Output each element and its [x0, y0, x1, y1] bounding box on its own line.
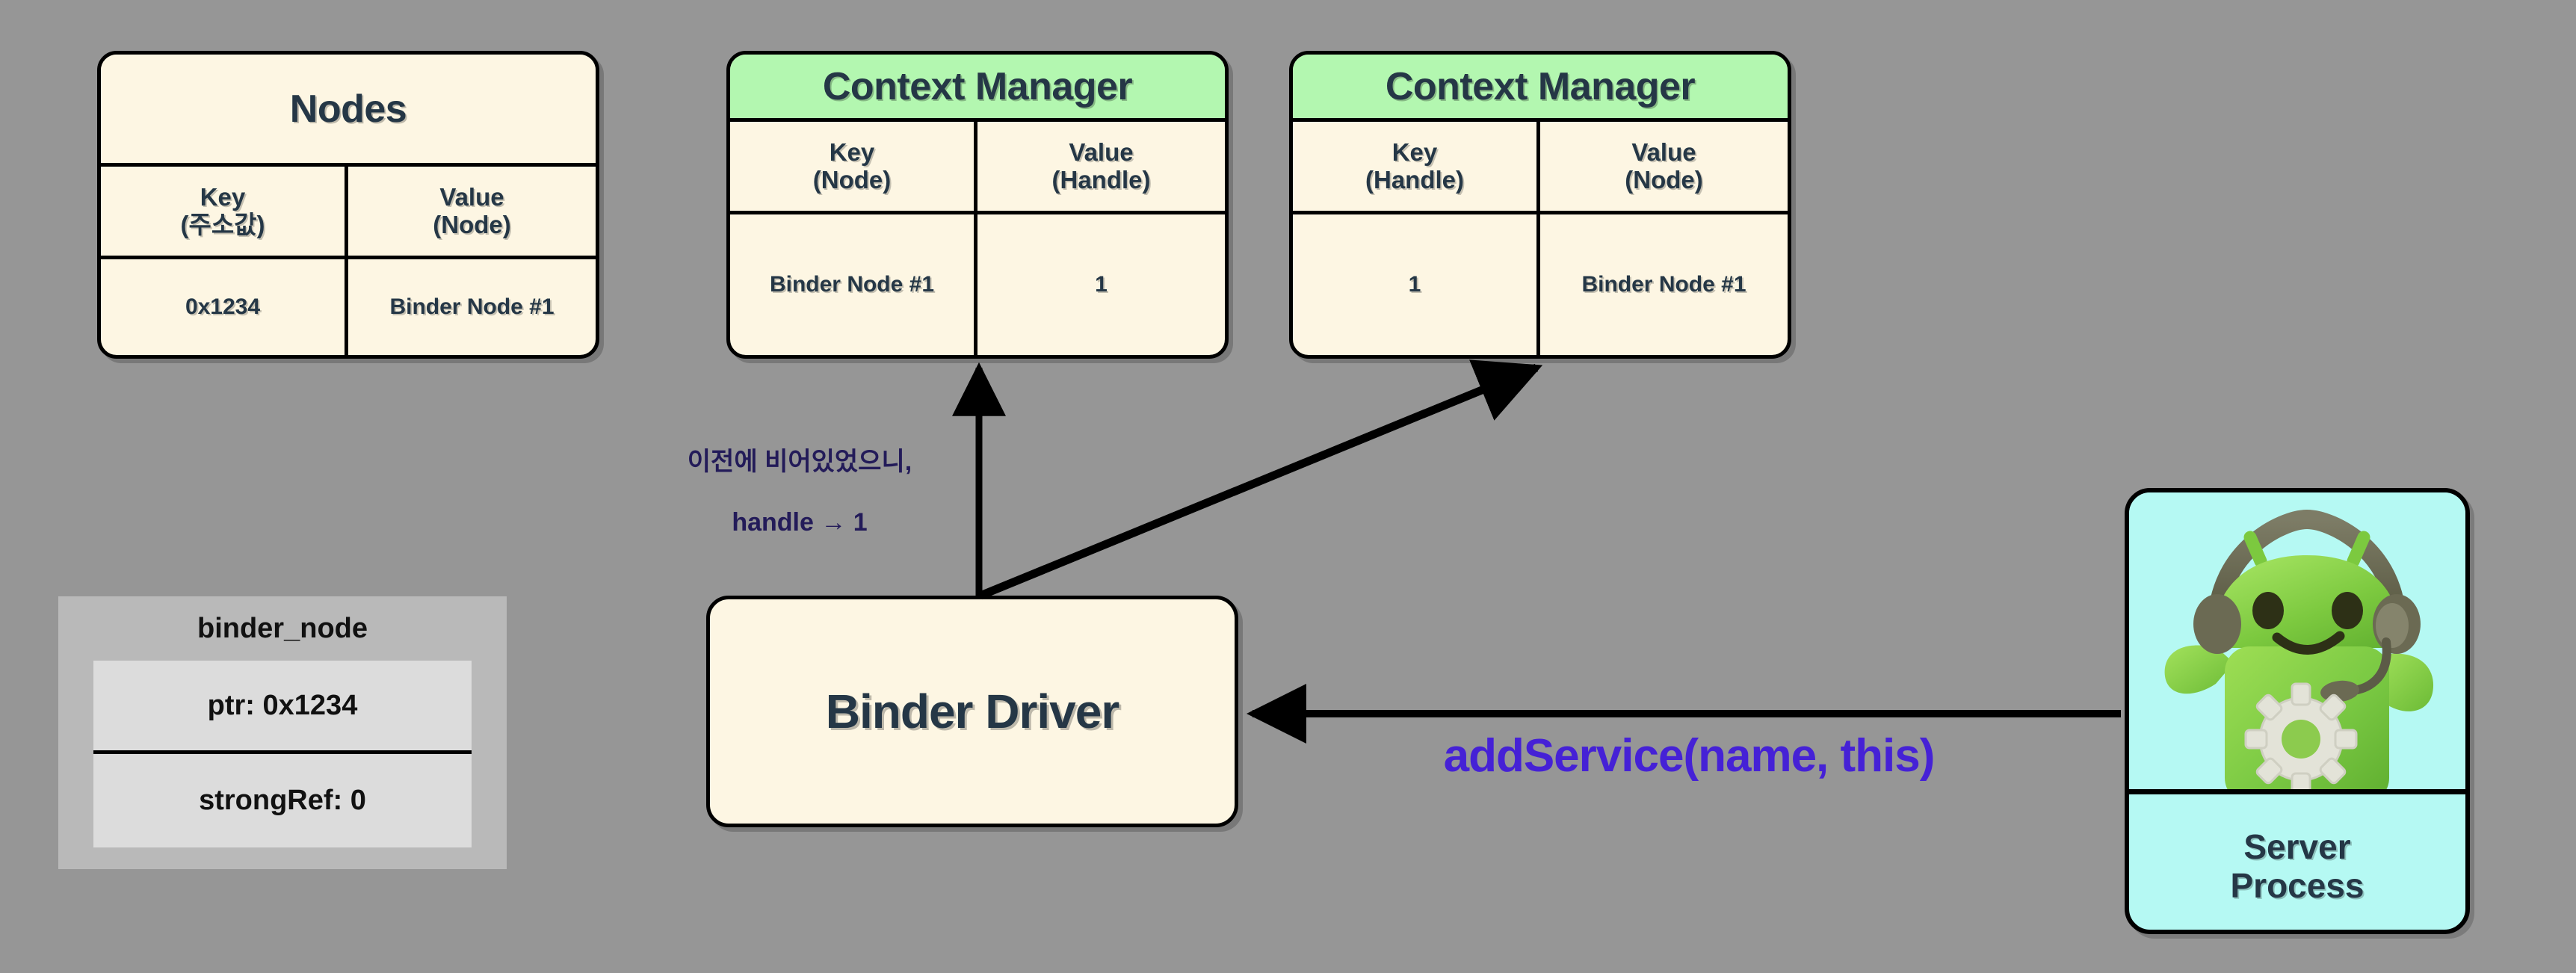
cm1-header-key: Key (Node): [730, 122, 977, 211]
context-manager-handle-to-node-table: Context Manager Key (Handle) Value (Node…: [1289, 51, 1791, 359]
cm2-header-value: Value (Node): [1540, 122, 1788, 211]
nodes-header-value: Value (Node): [348, 167, 596, 256]
nodes-cell-value: Binder Node #1: [389, 294, 555, 320]
handle-assignment-note: 이전에 비어있었으니, handle → 1: [568, 416, 1031, 569]
nodes-header-value-line1: Value: [439, 182, 504, 211]
nodes-header-value-line2: (Node): [433, 210, 511, 238]
cm2-cell-key: 1: [1293, 214, 1540, 355]
cm2-cell-value: Binder Node #1: [1581, 272, 1746, 297]
nodes-table-header-row: Key (주소값) Value (Node): [101, 167, 596, 259]
table-row: Binder Node #1 1: [730, 214, 1225, 355]
server-process-label: Server Process: [2129, 794, 2465, 930]
cm2-header-key: Key (Handle): [1293, 122, 1540, 211]
table-row: 0x1234 Binder Node #1: [101, 259, 596, 355]
cm1-header-row: Key (Node) Value (Handle): [730, 122, 1225, 214]
cm2-header-value-line2: (Node): [1625, 165, 1703, 194]
cm2-title: Context Manager: [1293, 55, 1788, 122]
add-service-call-label: addService(name, this): [1443, 730, 1936, 782]
cm2-header-key-line1: Key: [1392, 138, 1438, 166]
cm1-header-value-line1: Value: [1069, 138, 1134, 166]
cm1-title: Context Manager: [730, 55, 1225, 122]
cm2-header-key-line2: (Handle): [1365, 165, 1464, 194]
table-row: 1 Binder Node #1: [1293, 214, 1788, 355]
cm1-header-key-line1: Key: [829, 138, 875, 166]
binder-node-struct-fields: ptr: 0x1234 strongRef: 0: [93, 661, 472, 847]
context-manager-node-to-handle-table: Context Manager Key (Node) Value (Handle…: [726, 51, 1229, 359]
cm1-header-key-line2: (Node): [812, 165, 892, 194]
cm2-header-row: Key (Handle) Value (Node): [1293, 122, 1788, 214]
nodes-header-key: Key (주소값): [101, 167, 348, 256]
binder-node-struct-title: binder_node: [197, 612, 368, 644]
nodes-table: Nodes Key (주소값) Value (Node) 0x1234 Bind…: [97, 51, 599, 359]
nodes-header-key-line2: (주소값): [180, 210, 265, 238]
cm1-header-value: Value (Handle): [977, 122, 1225, 211]
android-robot-headset-gear-icon: [2129, 492, 2465, 794]
cm2-header-value-line1: Value: [1631, 138, 1696, 166]
server-process-label-line2: Process: [2230, 866, 2365, 905]
arrow-driver-to-context-manager-2: [978, 359, 1543, 600]
cm1-header-value-line2: (Handle): [1051, 165, 1151, 194]
cm1-cell-key: Binder Node #1: [730, 214, 977, 355]
nodes-cell-key: 0x1234: [101, 259, 348, 355]
nodes-table-title: Nodes: [101, 55, 596, 167]
handle-note-line2: handle → 1: [732, 508, 868, 537]
handle-note-line1: 이전에 비어있었으니,: [687, 447, 912, 476]
binder-driver-box: Binder Driver: [706, 596, 1238, 827]
nodes-header-key-line1: Key: [200, 182, 246, 211]
binder-node-field-ptr: ptr: 0x1234: [93, 661, 472, 754]
server-process-label-line1: Server: [2243, 827, 2351, 867]
server-process-box: Server Process: [2125, 488, 2470, 934]
binder-driver-label: Binder Driver: [825, 685, 1119, 738]
cm1-cell-value: 1: [1095, 272, 1108, 297]
binder-node-field-strongref: strongRef: 0: [199, 785, 366, 816]
binder-node-struct: binder_node ptr: 0x1234 strongRef: 0: [58, 596, 507, 869]
